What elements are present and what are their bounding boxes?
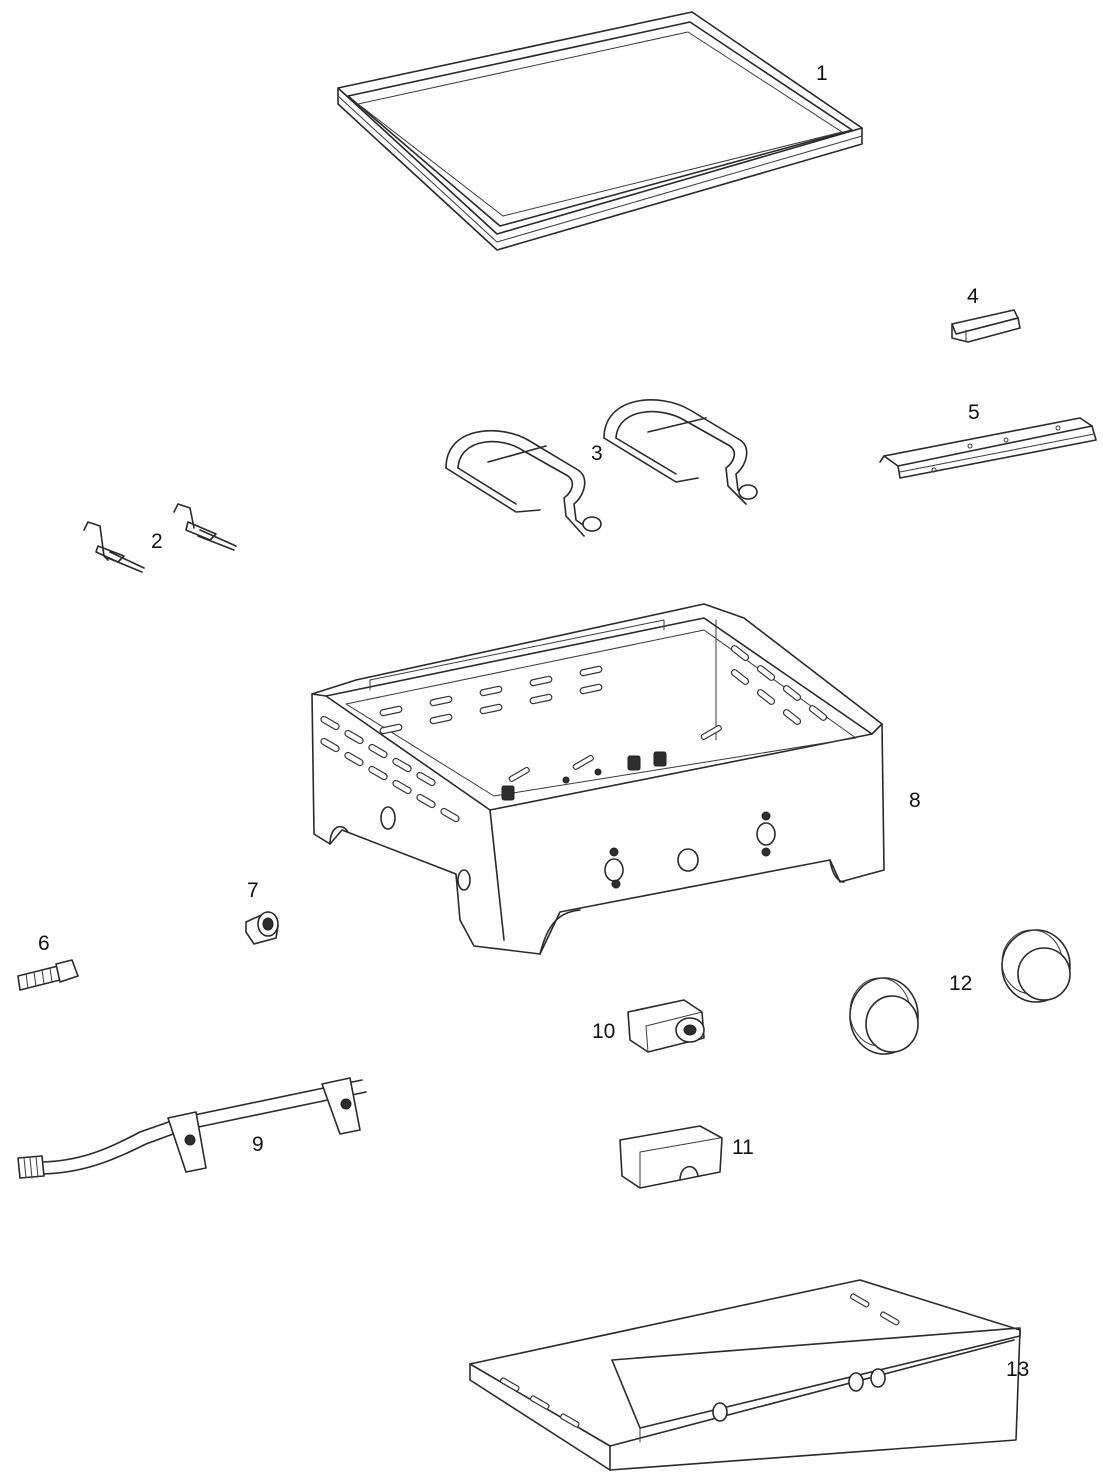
callout-4: 4 bbox=[967, 285, 979, 308]
part-long-bracket bbox=[879, 417, 1097, 479]
callout-11: 11 bbox=[732, 1136, 754, 1159]
part-gas-manifold bbox=[17, 1077, 367, 1179]
callout-7: 7 bbox=[247, 879, 259, 902]
part-cover bbox=[619, 1125, 723, 1189]
callout-6: 6 bbox=[38, 932, 50, 955]
part-small-bracket bbox=[951, 309, 1021, 343]
callout-5: 5 bbox=[968, 401, 980, 424]
part-nut bbox=[245, 911, 279, 945]
part-control-knobs bbox=[849, 929, 1071, 1055]
callout-1: 1 bbox=[816, 62, 828, 85]
part-electrodes bbox=[83, 503, 237, 573]
callout-2: 2 bbox=[151, 530, 163, 553]
callout-8: 8 bbox=[909, 789, 921, 812]
part-hose-fitting bbox=[17, 959, 79, 991]
callout-10: 10 bbox=[592, 1020, 616, 1043]
part-igniter bbox=[627, 999, 705, 1053]
part-main-body bbox=[311, 603, 885, 955]
part-burners bbox=[445, 399, 758, 537]
callout-12: 12 bbox=[949, 972, 973, 995]
callout-13: 13 bbox=[1006, 1358, 1030, 1381]
callout-3: 3 bbox=[591, 442, 603, 465]
part-bottom-tray bbox=[469, 1279, 1021, 1471]
part-griddle-tray bbox=[337, 11, 863, 251]
callout-9: 9 bbox=[252, 1133, 264, 1156]
